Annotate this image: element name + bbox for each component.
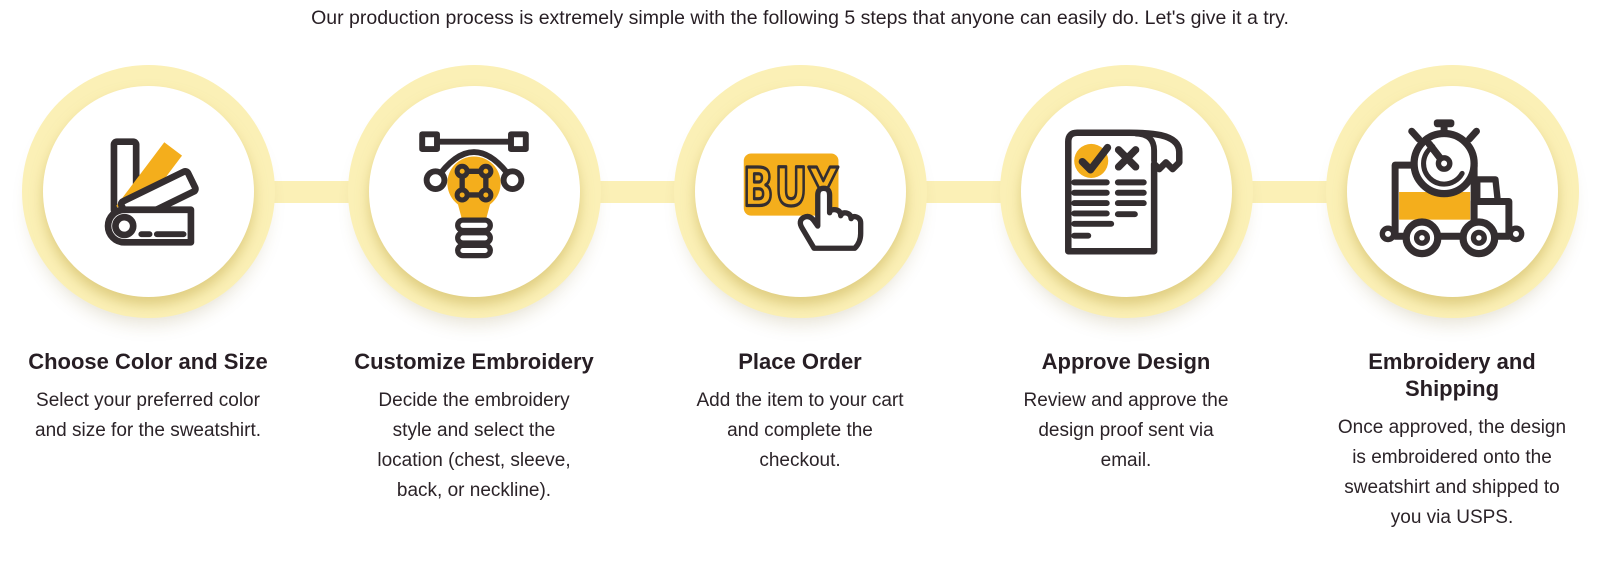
step-description: Add the item to your cart and complete t… [696,390,904,471]
delivery-truck-timer-icon [1379,118,1525,257]
step-circle-inner: BUY [694,86,906,297]
buy-button-click-icon: BUY [742,153,864,251]
step-4: Approve Design Review and approve the de… [978,65,1274,533]
intro-text: Our production process is extremely simp… [311,7,1289,29]
step-circle-inner [368,86,580,297]
step-circle-inner [1020,86,1232,297]
step-2: Customize Embroidery Decide the embroide… [326,65,622,533]
step-circle-inner [42,86,254,297]
step-connector [596,181,678,203]
step-circle [21,65,275,318]
process-steps: Choose Color and Size Select your prefer… [0,65,1600,533]
step-description: Select your preferred color and size for… [35,390,261,441]
step-title: Customize Embroidery [354,349,594,374]
step-description: Review and approve the design proof sent… [1023,390,1229,471]
step-connector [922,181,1004,203]
step-title: Approve Design [1041,349,1211,374]
step-title: Choose Color and Size [28,349,268,374]
step-title: Place Order [738,349,862,374]
step-1: Choose Color and Size Select your prefer… [0,65,296,533]
step-description: Once approved, the design is embroidered… [1337,417,1567,528]
step-circle: BUY [673,65,927,318]
step-circle [1325,65,1579,318]
step-circle-inner [1346,86,1558,297]
step-5: Embroidery and Shipping Once approved, t… [1304,65,1600,533]
vector-design-bulb-icon [419,130,529,258]
step-circle [999,65,1253,318]
step-connector [1248,181,1330,203]
step-title: Embroidery and Shipping [1368,349,1536,401]
step-connector [270,181,352,203]
step-3: BUY Place Order Add the item to your car… [652,65,948,533]
step-circle [347,65,601,318]
approve-document-icon [1065,129,1183,254]
step-description: Decide the embroidery style and select t… [377,390,571,501]
color-swatch-icon [104,137,199,246]
